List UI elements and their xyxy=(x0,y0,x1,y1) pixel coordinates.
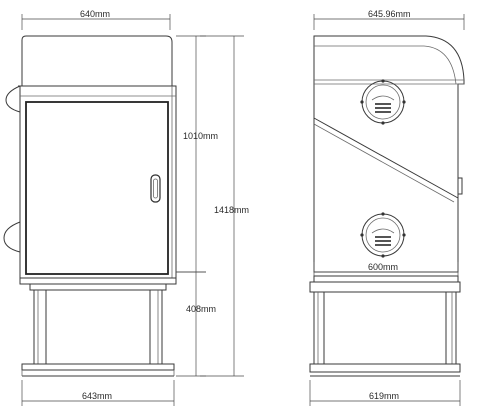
dim-label-front-top-width: 640mm xyxy=(80,9,110,19)
front-stand xyxy=(21,283,175,377)
front-top-cap xyxy=(21,35,173,86)
dim-stand-height: 408mm xyxy=(176,271,216,377)
side-stand xyxy=(309,281,461,377)
side-body-outline xyxy=(313,35,465,273)
dim-label-stand-height: 408mm xyxy=(186,304,216,314)
dim-side-base-depth: 619mm xyxy=(309,380,461,406)
front-door xyxy=(25,101,169,275)
dim-label-total-height: 1418mm xyxy=(214,205,249,215)
front-side-bulge-upper xyxy=(5,85,21,113)
dim-label-side-top-depth: 645.96mm xyxy=(368,9,411,19)
dim-front-base-width: 643mm xyxy=(21,380,175,406)
vent-icon-lower xyxy=(360,212,406,258)
dim-front-top-width: 640mm xyxy=(21,9,171,30)
dim-label-cabinet-height: 1010mm xyxy=(183,131,218,141)
dim-cabinet-height: 1010mm xyxy=(176,35,218,273)
dim-side-cabinet-depth: 600mm xyxy=(313,262,459,278)
front-side-bulge-lower xyxy=(3,221,21,253)
dim-label-side-base-depth: 619mm xyxy=(369,391,399,401)
dim-label-front-base-width: 643mm xyxy=(82,391,112,401)
dim-side-top-depth: 645.96mm xyxy=(313,9,465,30)
dim-label-side-cabinet-depth: 600mm xyxy=(368,262,398,272)
vent-icon-upper xyxy=(360,79,406,125)
front-view: 640mm xyxy=(3,9,249,406)
side-view: 645.96mm xyxy=(309,9,465,406)
side-diagonal-panel xyxy=(313,117,459,199)
dim-total-height: 1418mm xyxy=(200,35,249,377)
